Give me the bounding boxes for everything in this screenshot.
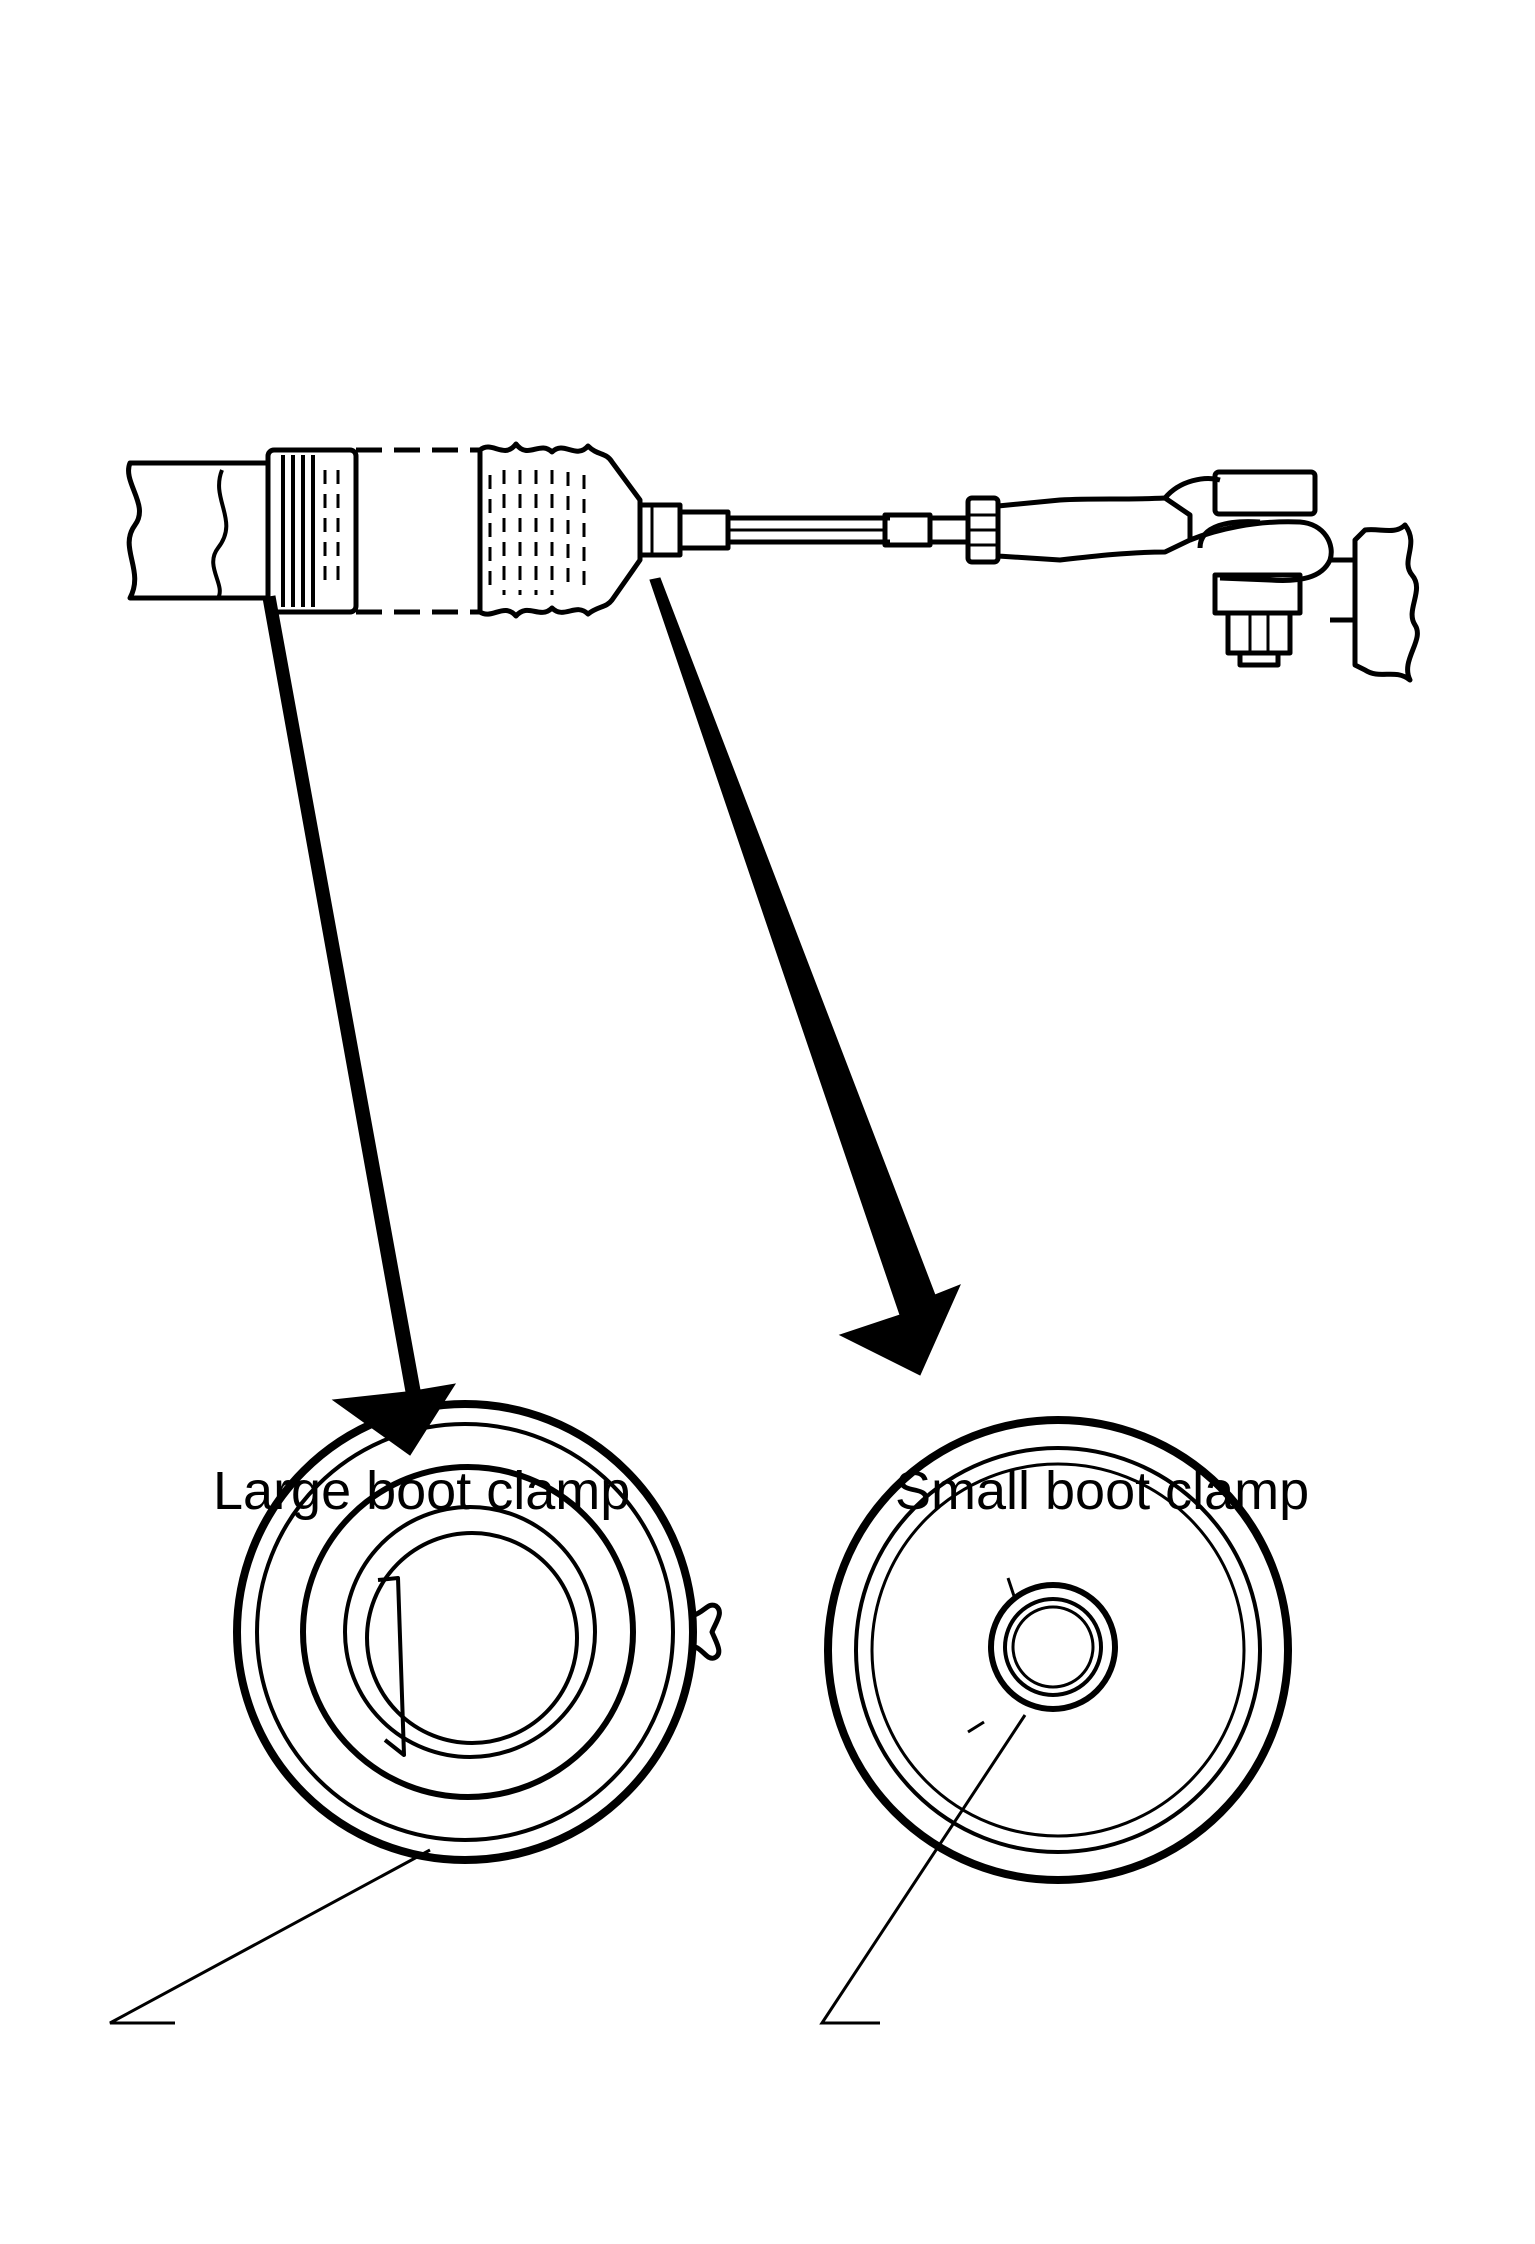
arrow-to-large-clamp	[262, 595, 457, 1456]
boot-small-end	[637, 502, 683, 558]
rack-housing	[126, 460, 271, 601]
tie-rod-end	[995, 469, 1334, 668]
clamp-ear	[691, 1602, 722, 1661]
steering-rack-assembly	[126, 441, 1420, 683]
rubber-boot-bellows	[265, 441, 643, 619]
steering-knuckle	[1330, 522, 1420, 683]
small-boot-clamp-detail	[824, 1416, 1292, 1884]
large-boot-clamp-detail	[233, 1400, 722, 1864]
tie-rod	[677, 509, 968, 551]
lock-nut	[965, 495, 1001, 565]
leader-large-clamp	[109, 1848, 431, 2025]
arrow-to-small-clamp	[649, 577, 961, 1376]
label-leader-lines	[109, 1714, 1027, 2025]
callout-arrows	[262, 577, 961, 1456]
leader-small-clamp	[819, 1714, 1027, 2025]
large-boot-clamp-label: Large boot clamp	[213, 1461, 631, 1521]
small-boot-clamp-label: Small boot clamp	[895, 1461, 1310, 1521]
